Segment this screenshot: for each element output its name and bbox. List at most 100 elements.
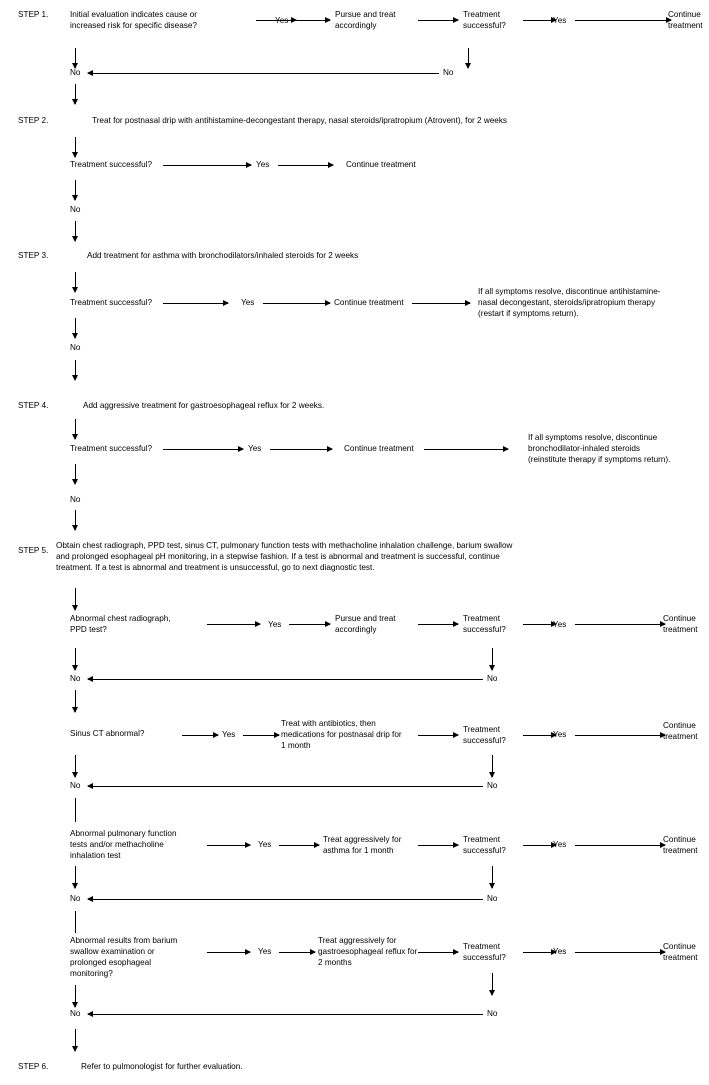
step-3-label: STEP 3.: [18, 251, 49, 260]
step-2-no: No: [70, 205, 81, 214]
substep-4-yes: Yes: [258, 947, 272, 956]
arrow-substep3-no-feedback: [87, 896, 483, 902]
substep-1-no-right: No: [487, 674, 498, 683]
arrow-substep1-action-to-check: [418, 621, 459, 627]
substep-2-no-left: No: [70, 781, 81, 790]
substep-1-check: Treatment successful?: [463, 614, 506, 634]
step-1-action: Pursue and treat accordingly: [335, 10, 396, 30]
line-substep2-to-substep3: [75, 798, 76, 822]
arrow-substep3-check-down: [489, 866, 495, 889]
arrow-step1-to-step2: [72, 84, 78, 105]
substep-2-no-right: No: [487, 781, 498, 790]
arrow-substep3-question-down: [72, 866, 78, 889]
substep-3-no-left: No: [70, 894, 81, 903]
substep-4-question: Abnormal results from barium swallow exa…: [70, 936, 178, 978]
arrow-step5-down-to-substep1: [72, 588, 78, 611]
substep-1-question: Abnormal chest radiograph, PPD test?: [70, 614, 171, 634]
arrow-substep2-yes-to-outcome: [575, 732, 666, 738]
arrow-step4-check-down: [72, 464, 78, 485]
arrow-substep2-action-to-check: [418, 732, 459, 738]
substep-3-action: Treat aggressively for asthma for 1 mont…: [323, 835, 402, 855]
arrow-substep1-to-substep2: [72, 690, 78, 713]
step-1-no-left: No: [70, 68, 81, 77]
step-6-instruction: Refer to pulmonologist for further evalu…: [81, 1062, 243, 1071]
substep-4-outcome: Continue treatment: [663, 942, 698, 962]
step-3-check: Treatment successful?: [70, 298, 153, 307]
arrow-substep3-yes-to-outcome: [575, 842, 666, 848]
arrow-substep4-action-to-check: [418, 949, 459, 955]
step-2-outcome: Continue treatment: [346, 160, 416, 169]
arrow-substep1-question-down: [72, 648, 78, 671]
arrow-step4-to-step5: [72, 510, 78, 531]
substep-3-outcome: Continue treatment: [663, 835, 698, 855]
substep-2-outcome: Continue treatment: [663, 721, 698, 741]
substep-3-check-yes: Yes: [553, 840, 567, 849]
substep-3-check: Treatment successful?: [463, 835, 506, 855]
step-6-label: STEP 6.: [18, 1062, 49, 1071]
step-1-check-yes: Yes: [553, 16, 567, 25]
arrow-step4-down-to-check: [72, 419, 78, 440]
substep-2-yes: Yes: [222, 730, 236, 739]
arrow-step3-check-down: [72, 318, 78, 339]
arrow-step3-down-to-check: [72, 272, 78, 293]
arrow-substep4-question-to-yes: [207, 949, 251, 955]
substep-1-check-yes: Yes: [553, 620, 567, 629]
arrow-step4-yes-to-outcome: [270, 446, 333, 452]
arrow-step3-outcome-to-note: [412, 300, 471, 306]
arrow-step3-to-step4: [72, 360, 78, 381]
arrow-substep4-check-down: [489, 973, 495, 996]
arrow-substep2-no-feedback: [87, 783, 483, 789]
arrow-substep4-yes-to-outcome: [575, 949, 666, 955]
substep-3-question: Abnormal pulmonary function tests and/or…: [70, 829, 177, 860]
step-1-outcome: Continue treatment: [668, 10, 703, 30]
arrow-substep1-check-to-yes: [523, 621, 557, 627]
arrow-substep4-check-to-yes: [523, 949, 557, 955]
step-1-check: Treatment successful?: [463, 10, 506, 30]
substep-2-question: Sinus CT abnormal?: [70, 729, 145, 738]
step-5-instruction: Obtain chest radiograph, PPD test, sinus…: [56, 541, 513, 572]
arrow-substep3-action-to-check: [418, 842, 459, 848]
arrow-step1-check-down: [465, 48, 471, 69]
step-4-check: Treatment successful?: [70, 444, 153, 453]
arrow-step2-check-to-yes: [163, 162, 252, 168]
substep-1-action: Pursue and treat accordingly: [335, 614, 396, 634]
arrow-step4-check-to-yes: [163, 446, 244, 452]
arrow-step1-question-down: [72, 48, 78, 69]
arrow-substep4-yes-to-action: [279, 949, 316, 955]
substep-4-no-right: No: [487, 1009, 498, 1018]
step-4-outcome: Continue treatment: [344, 444, 414, 453]
step-1-question: Initial evaluation indicates cause or in…: [70, 10, 197, 30]
arrow-step2-check-down: [72, 180, 78, 201]
arrow-step3-check-to-yes: [163, 300, 229, 306]
arrow-step3-yes-to-outcome: [263, 300, 331, 306]
arrow-substep1-check-down: [489, 648, 495, 671]
step-3-instruction: Add treatment for asthma with bronchodil…: [87, 251, 359, 260]
substep-4-action: Treat aggressively for gastroesophageal …: [318, 936, 418, 967]
substep-4-check-yes: Yes: [553, 947, 567, 956]
substep-1-outcome: Continue treatment: [663, 614, 698, 634]
arrow-substep3-question-to-yes: [207, 842, 251, 848]
substep-2-action: Treat with antibiotics, then medications…: [281, 719, 402, 750]
substep-3-yes: Yes: [258, 840, 272, 849]
step-4-yes: Yes: [248, 444, 262, 453]
arrow-substep2-question-down: [72, 755, 78, 778]
step-4-instruction: Add aggressive treatment for gastroesoph…: [83, 401, 325, 410]
substep-2-check: Treatment successful?: [463, 725, 506, 745]
arrow-step1-no-feedback: [87, 70, 439, 76]
step-1-label: STEP 1.: [18, 10, 49, 19]
step-4-note: If all symptoms resolve, discontinue bro…: [528, 433, 671, 464]
substep-2-check-yes: Yes: [553, 730, 567, 739]
arrow-substep4-question-down: [72, 985, 78, 1008]
arrow-step2-yes-to-outcome: [278, 162, 334, 168]
line-substep3-to-substep4: [75, 911, 76, 933]
step-2-instruction: Treat for postnasal drip with antihistam…: [92, 116, 508, 125]
step-3-note: If all symptoms resolve, discontinue ant…: [478, 287, 661, 318]
step-2-label: STEP 2.: [18, 116, 49, 125]
step-3-yes: Yes: [241, 298, 255, 307]
arrow-step1-check-to-yes: [523, 17, 557, 23]
step-5-label: STEP 5.: [18, 546, 49, 555]
step-3-no: No: [70, 343, 81, 352]
step-1-yes: Yes: [275, 16, 289, 25]
substep-4-no-left: No: [70, 1009, 81, 1018]
step-2-yes: Yes: [256, 160, 270, 169]
